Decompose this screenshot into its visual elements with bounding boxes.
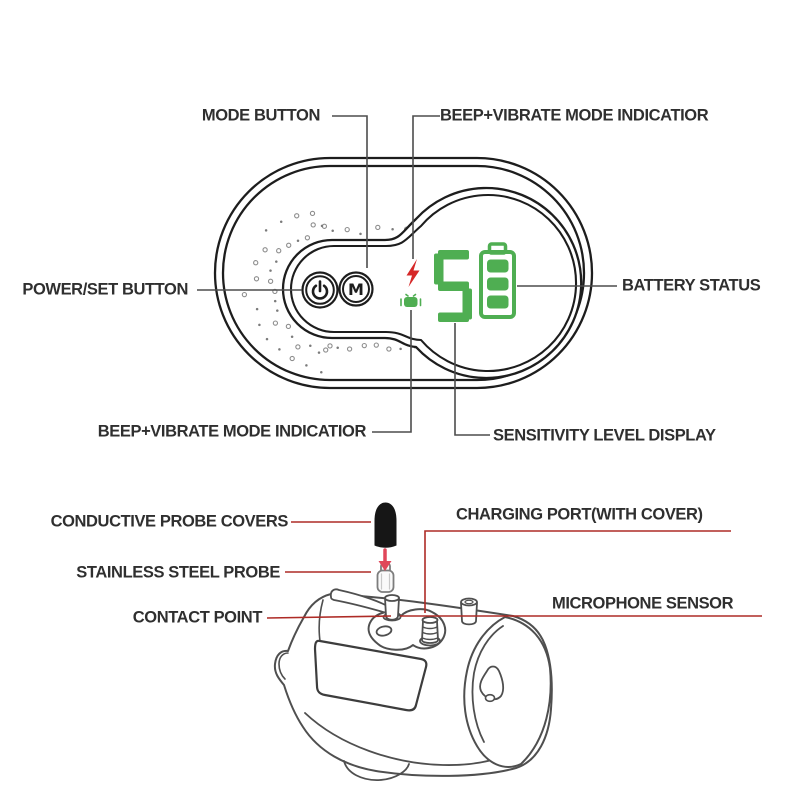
label-conductive-probe-covers: CONDUCTIVE PROBE COVERS [50,512,289,531]
collar-foot [343,760,410,781]
plate-hole [375,625,393,637]
power-set-button [301,271,339,309]
label-beep-vibrate-bottom: BEEP+VIBRATE MODE INDICATIOR [97,422,367,441]
mode-m-icon: M [348,280,364,299]
keyhole-panel-inner [290,193,578,373]
strap-wing-inner-line [471,625,504,743]
keyhole-panel-outer [281,186,583,380]
label-sensitivity-display: SENSITIVITY LEVEL DISPLAY [493,426,716,445]
front-face-panel [313,639,428,712]
label-contact-point: CONTACT POINT [132,608,263,627]
label-beep-vibrate-top: BEEP+VIBRATE MODE INDICATIOR [440,106,709,125]
strap-slot-hole [484,693,496,703]
label-mode-button: MODE BUTTON [201,106,321,125]
microphone-cylinder [460,597,478,626]
battery-icon [479,242,516,319]
down-arrow-icon [378,548,392,571]
leader-charging-port [424,530,731,613]
sensitivity-digit [434,250,472,322]
label-charging-port: CHARGING PORT(WITH COVER) [456,505,703,524]
remote-illustration: M [213,156,594,390]
collar-illustration [273,502,553,781]
power-icon [311,280,329,300]
leader-beep-vibrate-bottom [372,310,412,433]
collar-leader-lines [266,521,762,619]
texture-dots [241,210,421,374]
label-power-set-button: POWER/SET BUTTON [22,280,188,299]
label-battery-status: BATTERY STATUS [622,276,761,295]
shock-bolt-icon [406,259,420,287]
vibrate-icon [400,293,422,307]
remote-leader-lines [197,115,617,436]
leader-beep-vibrate-top [412,115,440,259]
top-face-edge [318,599,324,642]
label-microphone-sensor: MICROPHONE SENSOR [552,594,734,613]
remote-inner-shell [221,164,586,382]
label-stainless-steel-probe: STAINLESS STEEL PROBE [76,563,280,582]
leader-contact-point [266,615,392,619]
collar-ear-line [278,652,289,680]
remote-outer-shell [213,156,594,390]
strap-wing [463,616,552,768]
probe-cover [374,502,397,548]
strap-slot-triangle [479,665,505,701]
threaded-post [419,616,441,647]
mode-button: M [338,271,374,307]
leader-mode-button [332,115,368,268]
leader-sensitivity [454,323,490,436]
